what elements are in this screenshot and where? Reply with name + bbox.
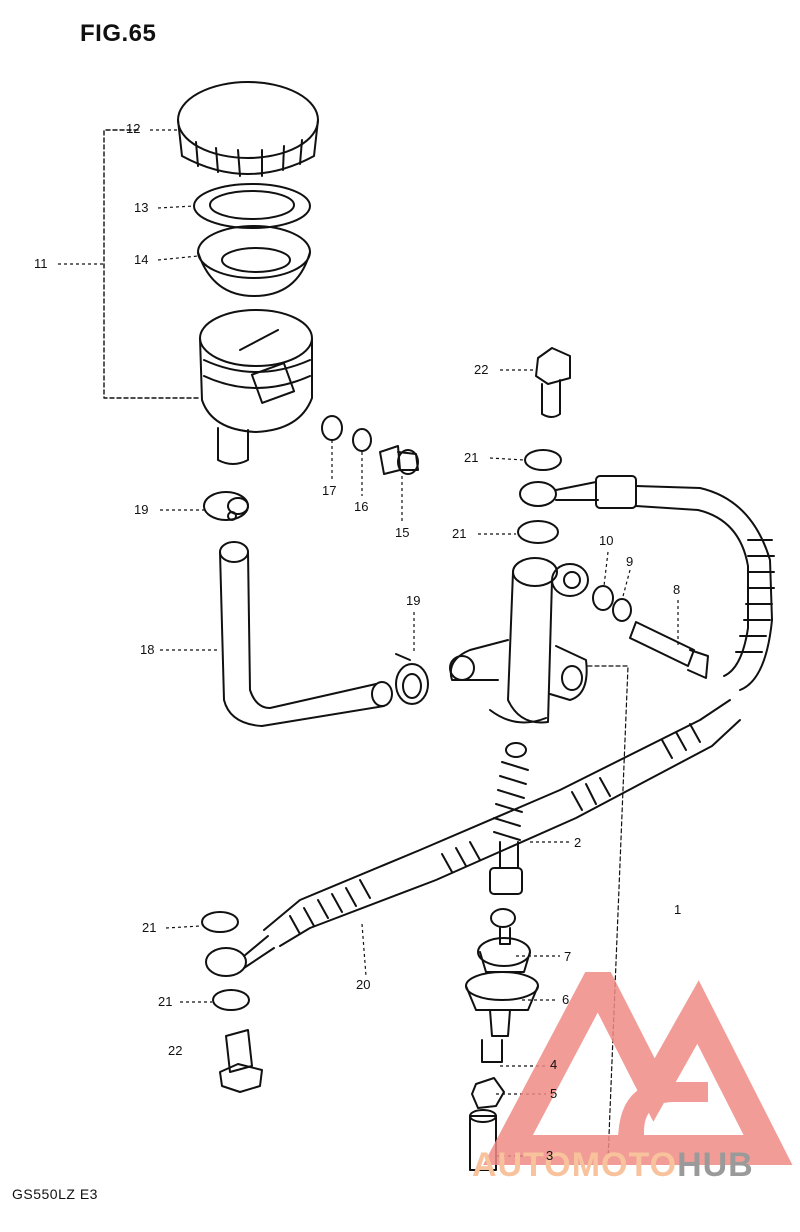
watermark-text-b: HUB bbox=[677, 1146, 754, 1184]
callout-label: 17 bbox=[322, 483, 337, 498]
callout-label: 5 bbox=[550, 1086, 558, 1101]
gasket-lower-upper-part bbox=[201, 911, 239, 933]
clevis-part bbox=[469, 1109, 497, 1171]
callout-label: 19 bbox=[406, 593, 421, 608]
brake-hose-upper-banjo bbox=[519, 475, 637, 509]
callout-label: 19 bbox=[134, 502, 149, 517]
callout-label: 22 bbox=[168, 1043, 183, 1058]
brake-hose-lower-banjo bbox=[205, 935, 275, 977]
callout-label: 6 bbox=[562, 992, 570, 1007]
banjo-bolt-lower-part bbox=[219, 1029, 263, 1093]
bolt-8-part bbox=[629, 621, 709, 679]
figure-title: FIG.65 bbox=[80, 20, 157, 47]
return-spring-part bbox=[493, 742, 529, 841]
callout-label: 15 bbox=[395, 525, 410, 540]
callout-label: 18 bbox=[140, 642, 155, 657]
brake-hose-upper-part bbox=[635, 485, 775, 691]
assembly-11-bracket bbox=[103, 129, 199, 399]
callout-label: 22 bbox=[474, 362, 489, 377]
reservoir-tank-part bbox=[199, 309, 313, 465]
callout-label: 9 bbox=[626, 554, 634, 569]
callout-label: 11 bbox=[34, 256, 48, 271]
gasket-lower-lower-part bbox=[212, 989, 250, 1011]
callout-label: 14 bbox=[134, 252, 149, 267]
brake-hose-lower-part bbox=[263, 699, 741, 947]
piston-part bbox=[489, 841, 523, 895]
diaphragm-part bbox=[197, 225, 311, 297]
bolt-15-part bbox=[379, 445, 419, 475]
callout-label: 12 bbox=[126, 121, 141, 136]
washer-16-part bbox=[352, 428, 372, 452]
callout-label: 4 bbox=[550, 1057, 558, 1072]
hose-clamp-lower-part bbox=[395, 653, 429, 705]
reservoir-hose-part bbox=[219, 541, 393, 727]
callout-label: 1 bbox=[674, 902, 682, 917]
callout-label: 21 bbox=[464, 450, 479, 465]
gasket-upper-part bbox=[524, 449, 562, 471]
callout-label: 16 bbox=[354, 499, 369, 514]
banjo-bolt-upper-part bbox=[535, 347, 571, 418]
callout-label: 3 bbox=[546, 1148, 554, 1163]
washer-10-part bbox=[592, 585, 614, 611]
diaphragm-plate-part bbox=[193, 183, 311, 229]
callout-label: 13 bbox=[134, 200, 149, 215]
washer-9-part bbox=[612, 598, 632, 622]
master-cylinder-body-part bbox=[449, 557, 589, 724]
callout-label: 21 bbox=[158, 994, 173, 1009]
model-code: GS550LZ E3 bbox=[12, 1186, 98, 1202]
automotohub-logo bbox=[483, 972, 793, 1165]
piston-cup-part bbox=[477, 908, 531, 973]
lock-nut-part bbox=[471, 1077, 505, 1109]
callout-label: 7 bbox=[564, 949, 572, 964]
gasket-middle-part bbox=[517, 520, 559, 544]
callout-label: 21 bbox=[452, 526, 467, 541]
watermark-text-a: AUTOMOTO bbox=[472, 1146, 678, 1184]
callout-label: 2 bbox=[574, 835, 582, 850]
washer-17-part bbox=[321, 415, 343, 441]
hose-clamp-upper-part bbox=[203, 491, 249, 521]
automotohub-watermark: AUTOMOTOHUB bbox=[472, 1146, 754, 1185]
callout-label: 20 bbox=[356, 977, 371, 992]
push-rod-part bbox=[481, 1039, 503, 1063]
callout-label: 21 bbox=[142, 920, 157, 935]
callout-label: 10 bbox=[599, 533, 614, 548]
reservoir-cap-part bbox=[177, 81, 319, 177]
callout-label: 8 bbox=[673, 582, 681, 597]
boot-part bbox=[465, 971, 539, 1037]
